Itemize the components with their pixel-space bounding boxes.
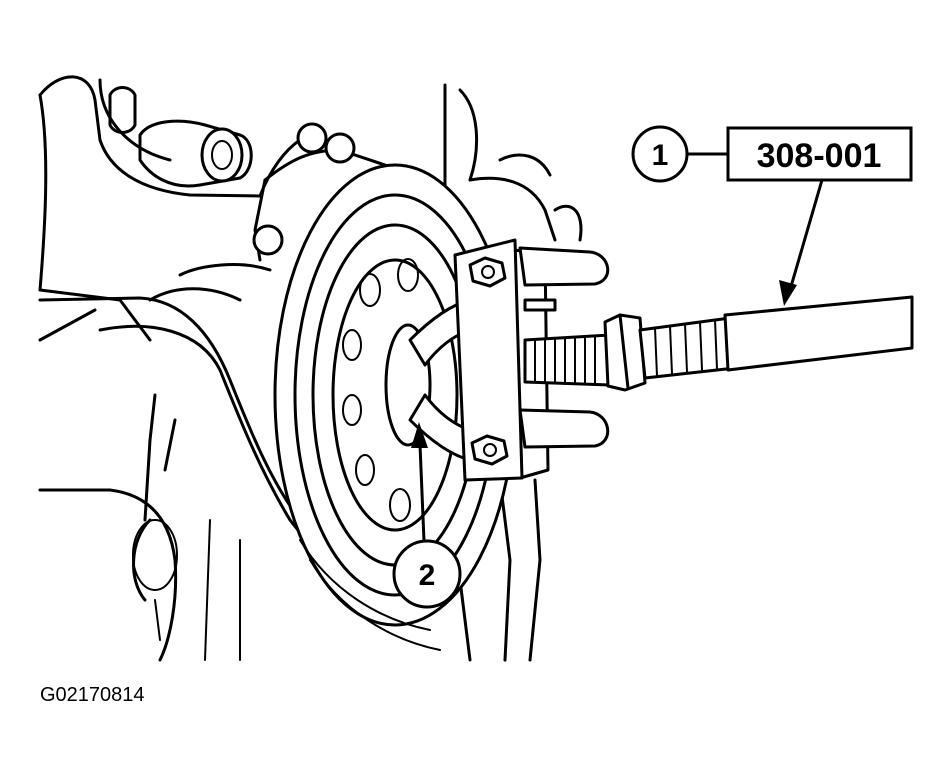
callout-1: 1 308-001	[631, 125, 913, 306]
callout-2-number: 2	[419, 559, 436, 592]
callout-2-arrowhead	[411, 422, 428, 448]
tool-number-box	[726, 126, 913, 182]
callout-2-circle	[392, 539, 462, 609]
callout-1-leader	[788, 178, 824, 292]
puller-forcing-screw	[523, 295, 914, 392]
callout-1-number: 1	[652, 139, 669, 172]
callout-1-arrowhead	[779, 280, 797, 306]
callout-2-leader	[418, 443, 426, 543]
callout-2: 2	[392, 422, 462, 609]
puller-crossbar	[453, 238, 610, 482]
tool-number-label: 308-001	[757, 137, 882, 175]
figure-id: G02170814	[40, 684, 145, 706]
callout-1-circle	[631, 125, 689, 183]
engine-block	[38, 75, 432, 662]
